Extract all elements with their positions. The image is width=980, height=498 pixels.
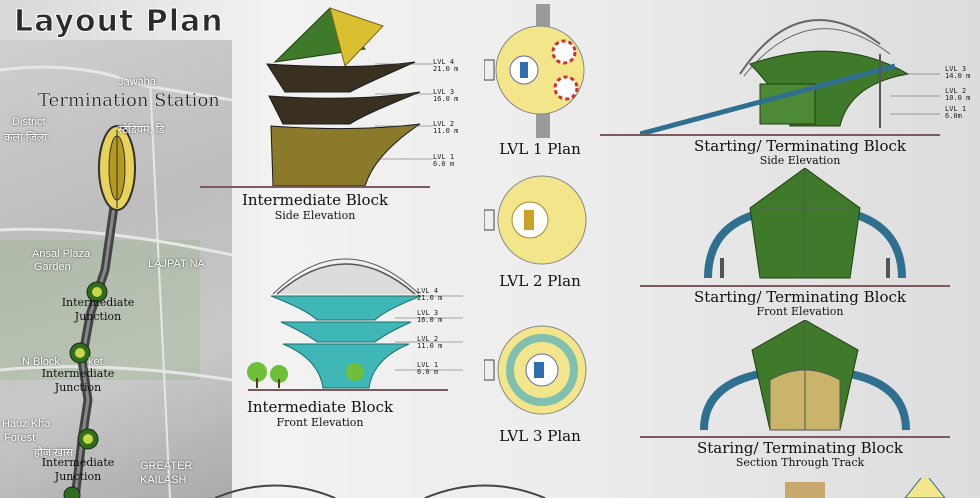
junction-label-line2: Junction	[54, 470, 102, 483]
map-label-ansal: Ansal Plaza	[32, 248, 91, 260]
intermediate-front-elevation-drawing	[247, 258, 463, 389]
termination-station-icon	[98, 125, 136, 211]
map-label-lajpat: LAJPAT NA	[148, 258, 205, 270]
start-front-title: Starting/ Terminating Block	[693, 288, 907, 306]
ground-line	[640, 285, 950, 287]
map-label-jawahar: Jawaha	[118, 76, 156, 88]
start-front-subtitle: Front Elevation	[756, 305, 844, 318]
start-side-title: Starting/ Terminating Block	[693, 137, 907, 155]
start-section-drawing	[700, 320, 910, 431]
lvl3-plan-drawing	[484, 325, 587, 415]
map-label-forest: Forest	[4, 432, 36, 444]
start-side-elevation-drawing	[640, 19, 940, 136]
junction-marker-3	[77, 428, 99, 450]
intermediate-side-elevation-drawing	[266, 7, 433, 187]
junction-label-line1: Intermediate	[61, 296, 135, 309]
junction-marker-2	[69, 342, 91, 364]
junction-label-line2: Junction	[74, 310, 122, 323]
map-label-ket: ket	[88, 356, 103, 368]
start-section-subtitle: Section Through Track	[735, 456, 865, 469]
route-map-svg	[0, 65, 232, 498]
map-label-garden: Garden	[34, 261, 71, 273]
map-label-kailash: KAILASH	[140, 474, 187, 486]
junction-label-line1: Intermediate	[41, 367, 115, 380]
intermediate-front-title: Intermediate Block	[246, 398, 394, 416]
map-green-area	[0, 240, 200, 380]
lvl2-plan-drawing	[484, 175, 587, 265]
location-map	[0, 40, 232, 498]
lvl3-plan-label: LVL 3 Plan	[499, 427, 581, 445]
junction-label-line1: Intermediate	[41, 456, 115, 469]
ground-line	[200, 186, 430, 188]
intermediate-front-subtitle: Front Elevation	[276, 416, 364, 429]
lvl1-plan-label: LVL 1 Plan	[499, 140, 581, 158]
start-side-subtitle: Side Elevation	[759, 154, 841, 167]
junction-marker-1	[86, 281, 108, 303]
map-label-hauz: Hauz Kha	[2, 418, 51, 430]
junction-label-1: Intermediate Junction	[60, 296, 136, 324]
junction-label-3: Intermediate Junction	[40, 456, 116, 484]
junction-label-line2: Junction	[54, 381, 102, 394]
intermediate-side-subtitle: Side Elevation	[274, 209, 356, 222]
map-label-n-block: N Block	[22, 356, 60, 368]
junction-label-2: Intermediate Junction	[40, 367, 116, 395]
map-label-district: District	[12, 116, 46, 128]
intermediate-side-title: Intermediate Block	[241, 191, 389, 209]
ground-line	[640, 436, 950, 438]
page-title: Layout Plan	[14, 4, 224, 40]
map-label-hauz-hindi: हौज़ खास	[34, 447, 74, 459]
gold-canopy	[329, 7, 384, 67]
map-label-stadium-hindi: स्टेडियम, डि	[118, 124, 165, 136]
map-label-district-hindi: कला जिला	[4, 132, 48, 144]
ground-line	[248, 389, 448, 391]
map-label-greater: GREATER	[140, 460, 193, 472]
start-front-elevation-drawing	[704, 168, 906, 279]
junction-marker-4	[63, 486, 81, 498]
bottom-drawings-fragment	[214, 478, 946, 498]
ground-line	[600, 134, 940, 136]
lvl1-plan-drawing	[484, 4, 585, 138]
lvl2-plan-label: LVL 2 Plan	[499, 272, 581, 290]
termination-station-label: Termination Station	[38, 90, 220, 111]
start-section-title: Staring/ Terminating Block	[696, 439, 903, 457]
